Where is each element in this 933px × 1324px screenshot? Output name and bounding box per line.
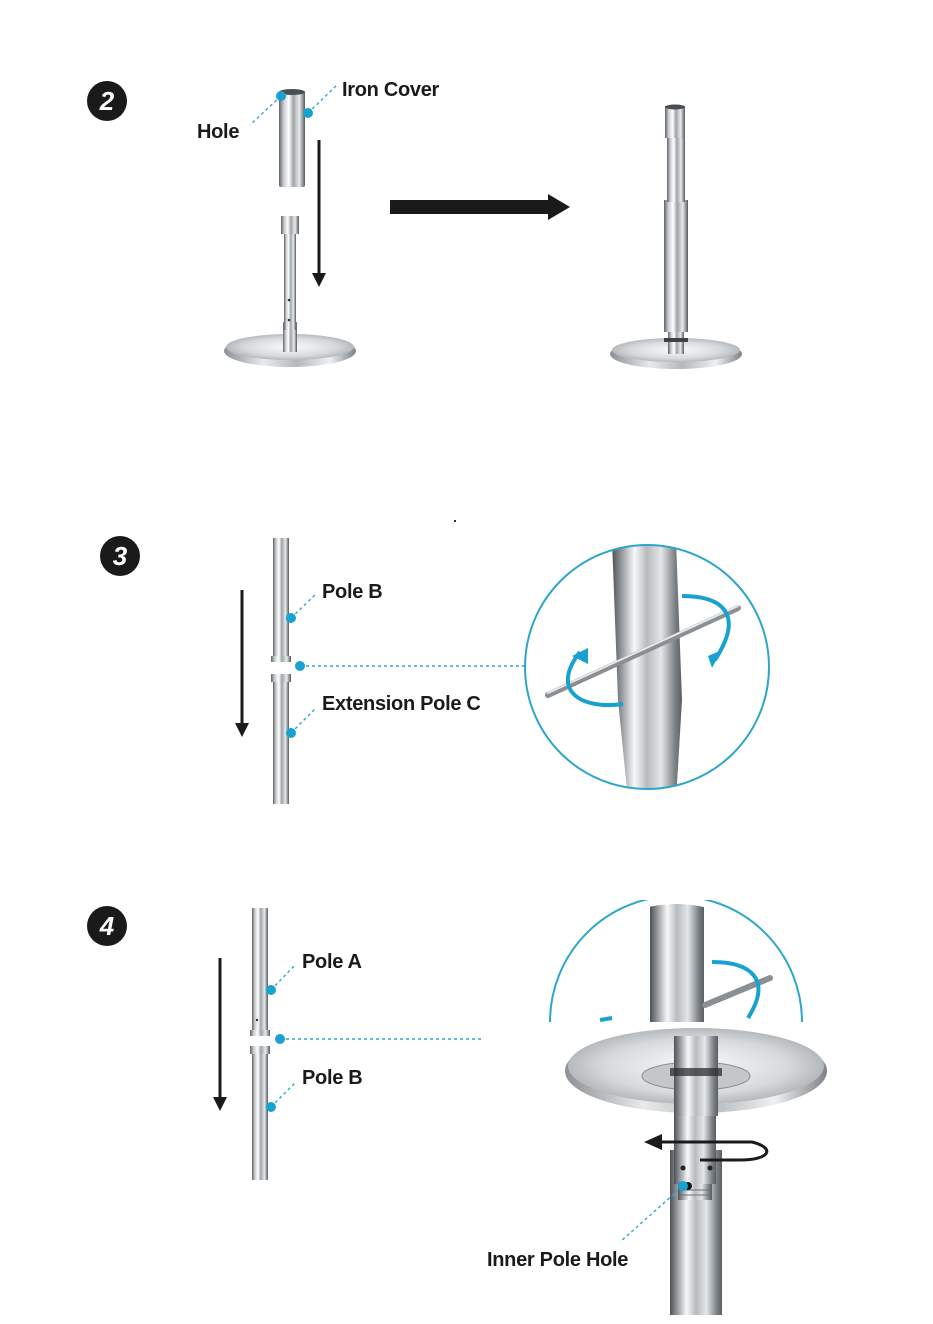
pole-b-callout: Pole B <box>286 581 382 623</box>
pole-b-callout-4: Pole B <box>266 1067 362 1112</box>
inner-pole-hole-callout: Inner Pole Hole <box>487 1181 688 1271</box>
base-detail-4 <box>565 1028 827 1315</box>
pole-b-label: Pole B <box>322 581 382 603</box>
insert-down-arrow <box>312 140 326 287</box>
speck <box>454 520 456 522</box>
step-3: 3 Pole B Extension Pole C <box>100 536 780 804</box>
pole-assembly-complete <box>610 105 742 370</box>
pole-a-callout: Pole A <box>266 951 362 995</box>
step-4: 4 Pole A Pole B <box>87 896 827 1315</box>
step-3-number: 3 <box>113 541 128 571</box>
step-3-down-arrow <box>235 590 249 737</box>
iron-cover-callout: Iron Cover <box>303 79 440 118</box>
step-2: 2 Hole <box>87 79 742 369</box>
pole-a-label: Pole A <box>302 951 362 973</box>
inner-pole-hole-label: Inner Pole Hole <box>487 1249 628 1271</box>
joint-callout-4 <box>275 1034 482 1044</box>
step-3-poles <box>271 538 291 804</box>
step-3-badge: 3 <box>100 536 140 576</box>
step-4-poles <box>250 908 270 1180</box>
pole-assembly-exploded <box>224 89 356 367</box>
extension-pole-c-label: Extension Pole C <box>322 693 481 715</box>
result-arrow <box>390 194 570 220</box>
joint-callout-3 <box>295 661 525 671</box>
step-4-number: 4 <box>99 911 115 941</box>
step-4-down-arrow <box>213 958 227 1111</box>
pole-b-label-4: Pole B <box>302 1067 362 1089</box>
step-2-badge: 2 <box>87 81 127 121</box>
step-4-badge: 4 <box>87 906 127 946</box>
step-2-number: 2 <box>99 86 115 116</box>
extension-pole-c-callout: Extension Pole C <box>286 693 481 738</box>
iron-cover-label: Iron Cover <box>342 79 440 101</box>
hole-label: Hole <box>197 121 239 143</box>
joint-zoom-detail-3 <box>520 540 780 800</box>
joint-zoom-detail-4 <box>540 896 820 1030</box>
hole-callout: Hole <box>197 91 286 143</box>
